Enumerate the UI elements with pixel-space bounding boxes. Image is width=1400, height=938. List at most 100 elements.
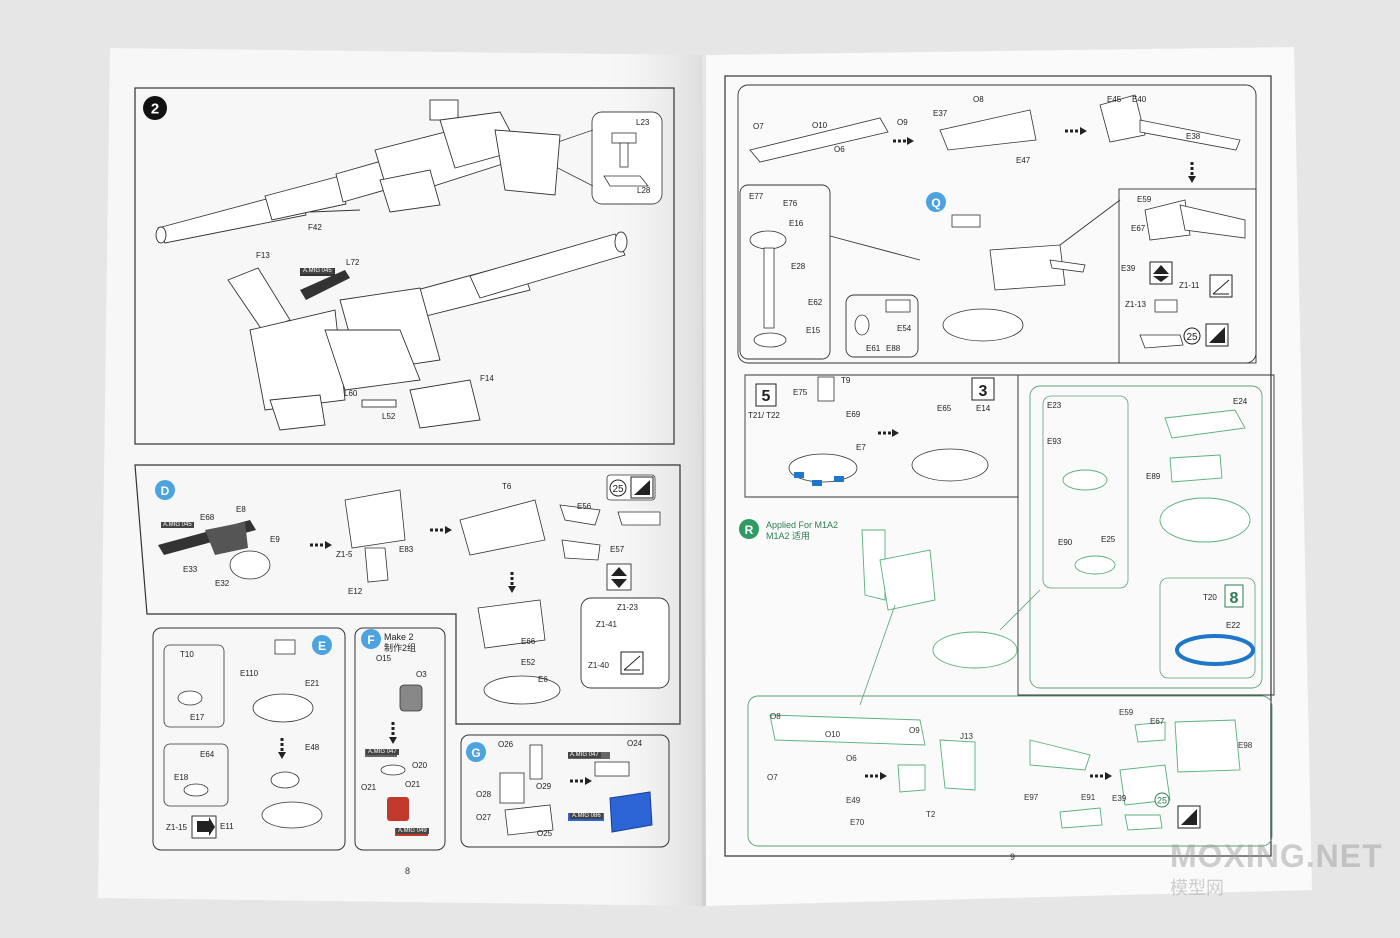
blue-ring-part [1175,634,1255,666]
part-label: T20 [1203,593,1217,602]
part-label: Z1-15 [166,823,187,832]
part-label: O29 [536,782,552,791]
part-label: F13 [256,251,270,260]
step-2-number: 2 [151,101,159,118]
part-label: Z1-11 [1179,281,1200,290]
step-R-panel: R 8 [739,374,1275,847]
part-label: E67 [1150,717,1165,726]
part-label: E76 [783,199,798,208]
part-label: E91 [1081,793,1096,802]
page-number-right: 9 [1010,852,1016,862]
part-label: E47 [1016,156,1031,165]
part-label: E22 [1226,621,1241,630]
part-label: A.MIG 047 [366,749,399,755]
step-R-badge [739,519,759,539]
step-top-panel: 25 [749,94,1257,364]
part-label: E66 [521,637,536,646]
part-label: E18 [174,773,189,782]
part-label: E8 [236,505,246,514]
part-label: E67 [1131,224,1146,233]
part-label: O9 [909,726,920,735]
part-label: E54 [897,324,912,333]
part-label: Z1-41 [596,620,617,629]
step-D-panel: D 25 [134,464,681,725]
part-label: A.MIG 047 [568,752,601,758]
part-label: E89 [1146,472,1161,481]
step-T-mult-right: 3 [979,383,988,400]
part-label: E110 [240,669,259,678]
part-label: E49 [846,796,861,805]
detail-parts-drawing [603,132,649,187]
part-label: E98 [1238,741,1253,750]
part-label: O21 [361,783,377,792]
gun-barrel-drawing-1 [155,99,561,244]
part-label: E39 [1112,794,1127,803]
part-label: O6 [846,754,857,763]
step-G-panel: G [460,734,670,848]
watermark-sub: 模型网 [1170,878,1224,898]
part-label: L52 [382,412,396,421]
part-label: E75 [793,388,808,397]
step-D-letter: D [161,484,170,498]
part-label: E25 [1101,535,1116,544]
part-label: Z1-23 [617,603,638,612]
part-label: L23 [636,118,650,127]
part-label: E64 [200,750,215,759]
watermark-brand: MOXING.NET [1170,838,1383,874]
part-label: E24 [1233,397,1248,406]
step-G-letter: G [471,746,480,760]
step-E-letter: E [318,639,326,653]
step-E-badge [312,635,332,655]
part-label: O10 [825,730,841,739]
part-label: O27 [476,813,492,822]
part-label: O8 [973,95,984,104]
step-top-scale: 25 [1186,332,1198,343]
part-label: L72 [346,258,360,267]
part-label: E16 [789,219,804,228]
part-label: T6 [502,482,512,491]
step-2-badge [143,96,167,120]
part-label: F42 [308,223,322,232]
part-label: E59 [1119,708,1134,717]
part-label: O24 [627,739,643,748]
part-label: E28 [791,262,806,271]
step-2-panel: 2 [134,87,675,445]
part-label: T10 [180,650,194,659]
step-T-mult-left: 5 [762,388,771,405]
part-label: A.MIG 045 [301,268,334,274]
part-label: E65 [937,404,952,413]
part-label: A.MIG 086 [570,813,603,819]
part-label: E48 [305,743,320,752]
part-label: E38 [1186,132,1201,141]
part-label: A.MIG 045 [161,522,194,528]
part-label: A.MIG 049 [396,828,429,834]
step-D-badge [155,480,175,500]
part-label: E14 [976,404,991,413]
step-Q-panel: Q [739,184,1121,360]
part-label: E62 [808,298,823,307]
part-label: E6 [538,675,548,684]
part-label: O10 [812,121,828,130]
part-label: O15 [376,654,392,663]
part-label: E17 [190,713,205,722]
part-label: Z1-13 [1125,300,1146,309]
part-label: O7 [767,773,778,782]
part-label: E93 [1047,437,1062,446]
part-label: E15 [806,326,821,335]
part-label: E32 [215,579,230,588]
part-label: E77 [749,192,764,201]
part-label: T9 [841,376,851,385]
step-F-letter: F [367,633,374,647]
part-label: E59 [1137,195,1152,204]
part-label: O7 [753,122,764,131]
step-R-applied-label-cn: M1A2 适用 [766,531,811,541]
part-label: O9 [897,118,908,127]
part-label: E83 [399,545,414,554]
part-label: O6 [834,145,845,154]
part-label: E57 [610,545,625,554]
part-label: E97 [1024,793,1039,802]
step-F-title: Make 2 制作2组 [384,632,416,654]
part-label: O25 [537,829,553,838]
